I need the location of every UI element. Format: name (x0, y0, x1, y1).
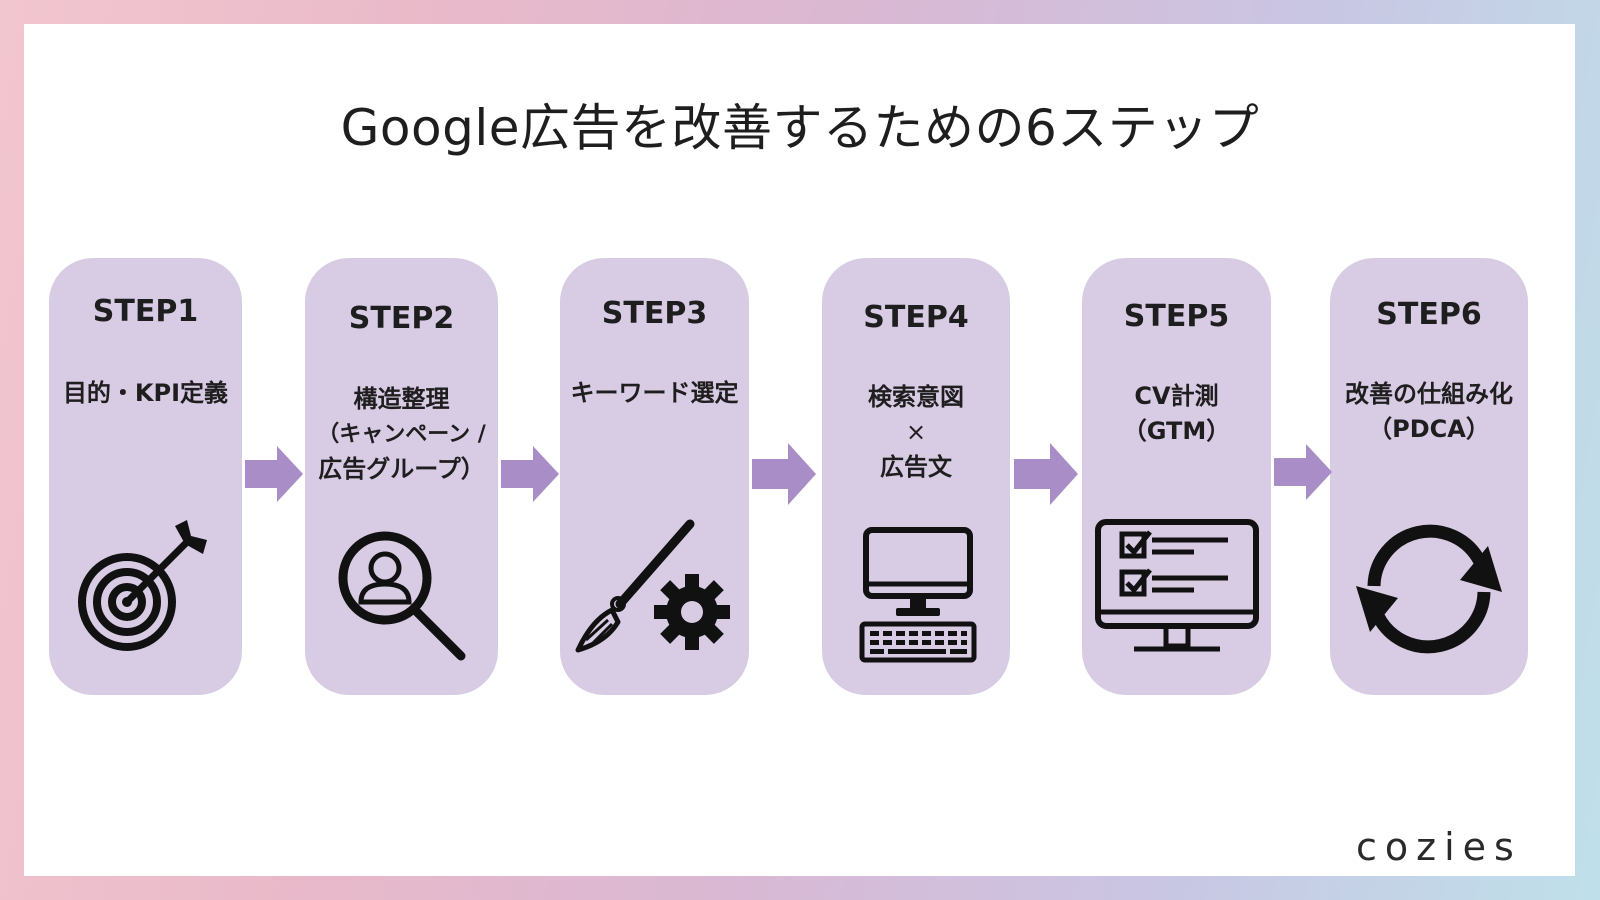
step-label: STEP4 (863, 300, 969, 335)
arrow-right-icon (245, 446, 303, 502)
checklist-monitor-icon (1095, 519, 1259, 652)
step-description: 検索意図 × 広告文 (868, 383, 964, 481)
step-label: STEP3 (601, 296, 708, 331)
step-description: 目的・KPI定義 (62, 379, 229, 407)
step-description: 構造整理 （キャンペーン / 広告グループ） (317, 385, 486, 483)
brand-logo-graphic: cozies (1356, 825, 1522, 869)
desktop-computer-icon (859, 527, 977, 663)
step-description: キーワード選定 (570, 379, 739, 407)
step-card-3: STEP3 キーワード選定 (560, 258, 749, 695)
arrow-right-icon (1274, 444, 1332, 500)
step-card-5: STEP5 CV計測 （GTM） (1082, 258, 1271, 695)
brand-name: cozies (1356, 825, 1522, 866)
arrow-right-icon (501, 446, 559, 502)
arrow-right-icon (1014, 443, 1078, 505)
step-label: STEP2 (348, 301, 455, 336)
brand-logo: cozies (1356, 816, 1556, 869)
step-card-2: STEP2 構造整理 （キャンペーン / 広告グループ） (305, 258, 498, 695)
step-card-4: STEP4 検索意図 × 広告文 (822, 258, 1010, 695)
step-label: STEP6 (1376, 297, 1482, 332)
arrow-right-icon (752, 443, 816, 505)
step-label: STEP5 (1123, 299, 1230, 334)
brush-gear-icon (575, 519, 730, 653)
step-description: 改善の仕組み化 （PDCA） (1345, 380, 1513, 443)
step-card-1: STEP1 目的・KPI定義 (49, 258, 242, 695)
user-search-icon (338, 531, 466, 661)
slide-frame (24, 24, 1575, 876)
target-icon (78, 520, 207, 651)
step-label: STEP1 (92, 294, 199, 329)
page-title: Google広告を改善するための6ステップ (340, 99, 1260, 157)
step-card-6: STEP6 改善の仕組み化 （PDCA） (1330, 258, 1528, 695)
step-description: CV計測 （GTM） (1122, 382, 1231, 445)
cycle-arrows-icon (1356, 524, 1502, 654)
